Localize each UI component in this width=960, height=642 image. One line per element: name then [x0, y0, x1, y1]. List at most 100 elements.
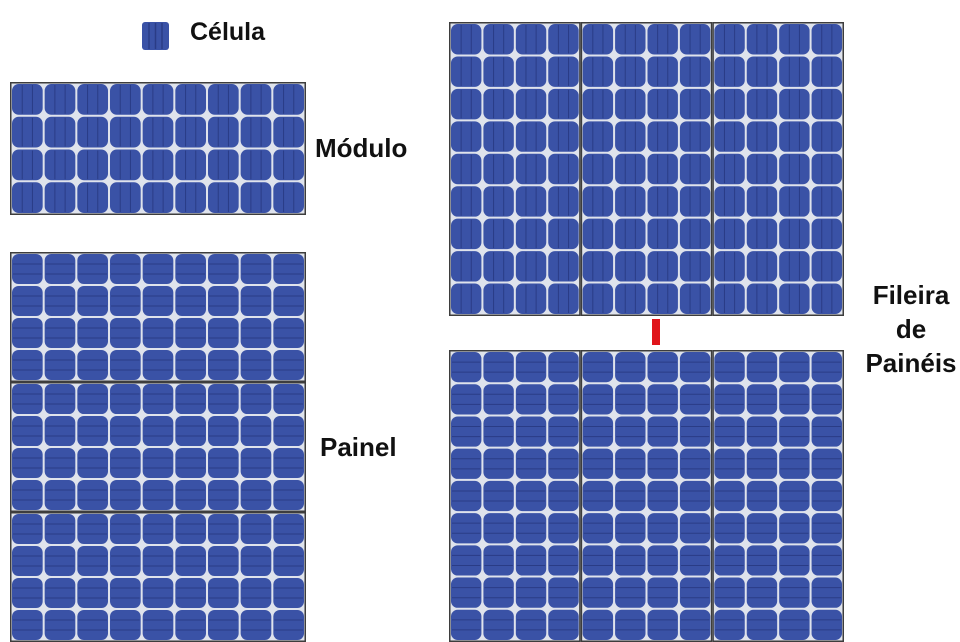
- solar-cell: [714, 218, 745, 250]
- solar-cell: [142, 116, 174, 148]
- solar-cell: [714, 283, 745, 314]
- solar-cell: [582, 283, 614, 314]
- solar-cell: [582, 416, 614, 447]
- solar-cell: [451, 577, 482, 608]
- solar-cell: [515, 416, 547, 447]
- solar-cell: [714, 24, 745, 55]
- solar-cell: [746, 545, 778, 576]
- solar-cell: [515, 352, 547, 383]
- solar-cell: [714, 416, 745, 447]
- solar-cell: [615, 218, 646, 250]
- solar-cell: [811, 577, 842, 608]
- solar-cell: [679, 88, 711, 120]
- solar-cell: [240, 149, 272, 181]
- solar-cell: [483, 416, 514, 447]
- solar-cell: [582, 121, 614, 152]
- solar-cell: [451, 251, 482, 282]
- solar-cell: [110, 116, 141, 148]
- solar-cell: [451, 513, 482, 544]
- solar-cell: [647, 251, 678, 282]
- solar-cell: [515, 56, 547, 87]
- solar-cell: [811, 283, 842, 314]
- solar-cell: [44, 578, 76, 608]
- solar-cell: [240, 182, 272, 213]
- solar-cell: [548, 416, 579, 447]
- solar-cell: [515, 121, 547, 152]
- solar-cell: [208, 182, 239, 213]
- solar-cell: [582, 24, 614, 55]
- solar-cell: [110, 546, 141, 576]
- solar-cell: [714, 121, 745, 152]
- solar-cell: [44, 384, 76, 414]
- solar-cell: [12, 546, 43, 576]
- solar-cell: [679, 283, 711, 314]
- module-label: Módulo: [315, 133, 408, 163]
- solar-cell: [811, 121, 842, 152]
- solar-cell: [208, 149, 239, 181]
- solar-cell: [515, 480, 547, 512]
- solar-cell: [175, 182, 206, 213]
- solar-cell: [273, 254, 304, 284]
- solar-cell: [548, 384, 579, 415]
- solar-cell: [44, 610, 76, 640]
- solar-cell: [811, 88, 842, 120]
- solar-cell: [483, 352, 514, 383]
- solar-cell: [582, 88, 614, 120]
- solar-cell: [175, 318, 206, 348]
- solar-cell: [175, 350, 206, 380]
- solar-cell: [779, 545, 810, 576]
- solar-cell: [714, 56, 745, 87]
- string-panel-bottom: [449, 350, 844, 642]
- solar-cell: [44, 480, 76, 510]
- solar-cell: [175, 384, 206, 414]
- solar-cell: [77, 480, 108, 510]
- series-connector: [652, 319, 660, 345]
- solar-cell: [647, 24, 678, 55]
- solar-cell: [208, 384, 239, 414]
- solar-cell: [811, 448, 842, 479]
- solar-cell: [779, 448, 810, 479]
- solar-cell: [12, 318, 43, 348]
- solar-cell: [77, 318, 108, 348]
- solar-cell: [208, 350, 239, 380]
- solar-module: [10, 82, 306, 215]
- solar-cell: [77, 546, 108, 576]
- solar-cell: [483, 448, 514, 479]
- solar-cell: [615, 609, 646, 640]
- solar-cell: [582, 448, 614, 479]
- solar-cell: [647, 416, 678, 447]
- solar-cell: [240, 546, 272, 576]
- solar-cell: [746, 153, 778, 185]
- solar-cell: [240, 318, 272, 348]
- solar-cell: [746, 121, 778, 152]
- solar-cell: [44, 350, 76, 380]
- solar-cell: [142, 286, 174, 316]
- solar-cell: [240, 448, 272, 478]
- solar-cell: [273, 84, 304, 115]
- solar-cell: [273, 318, 304, 348]
- solar-cell: [273, 416, 304, 446]
- solar-cell: [77, 578, 108, 608]
- solar-cell: [110, 254, 141, 284]
- solar-cell: [12, 350, 43, 380]
- solar-cell: [811, 480, 842, 512]
- solar-cell: [451, 153, 482, 185]
- solar-cell: [208, 514, 239, 544]
- solar-cell: [142, 480, 174, 510]
- solar-cell: [110, 318, 141, 348]
- solar-cell: [515, 609, 547, 640]
- solar-cell: [451, 121, 482, 152]
- solar-cell: [615, 384, 646, 415]
- solar-cell: [714, 186, 745, 217]
- solar-cell: [615, 577, 646, 608]
- solar-cell: [811, 352, 842, 383]
- solar-cell: [142, 182, 174, 213]
- solar-cell: [746, 218, 778, 250]
- solar-cell: [647, 283, 678, 314]
- solar-cell: [779, 24, 810, 55]
- solar-cell: [679, 186, 711, 217]
- solar-cell: [811, 416, 842, 447]
- solar-cell: [12, 448, 43, 478]
- solar-cell: [12, 254, 43, 284]
- solar-cell: [615, 186, 646, 217]
